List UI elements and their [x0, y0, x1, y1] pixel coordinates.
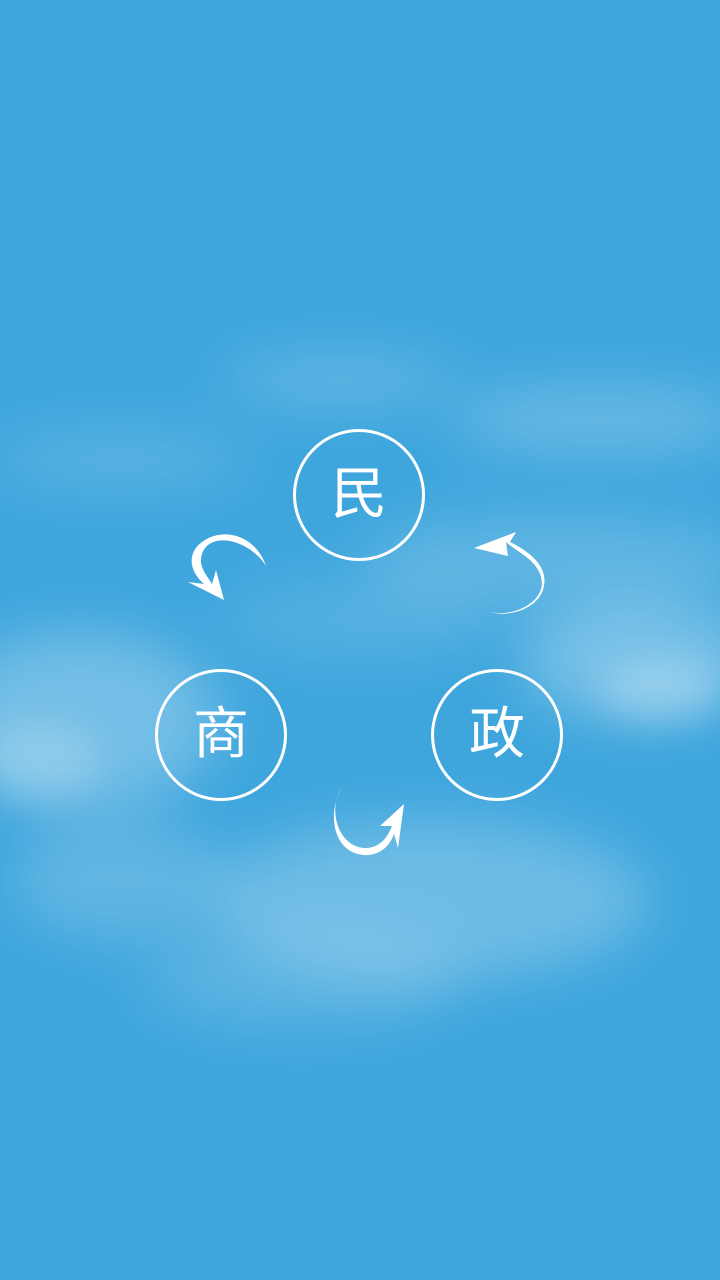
node-min[interactable]: 民: [293, 429, 425, 561]
node-zheng-label: 政: [469, 702, 525, 767]
node-min-label: 民: [331, 462, 387, 527]
node-shang[interactable]: 商: [155, 669, 287, 801]
node-zheng[interactable]: 政: [431, 669, 563, 801]
curved-arrow-icon-top-left: [188, 534, 266, 600]
node-shang-label: 商: [193, 702, 249, 767]
curved-arrow-icon-top-right: [474, 532, 545, 614]
curved-arrow-icon-bottom: [333, 786, 404, 856]
